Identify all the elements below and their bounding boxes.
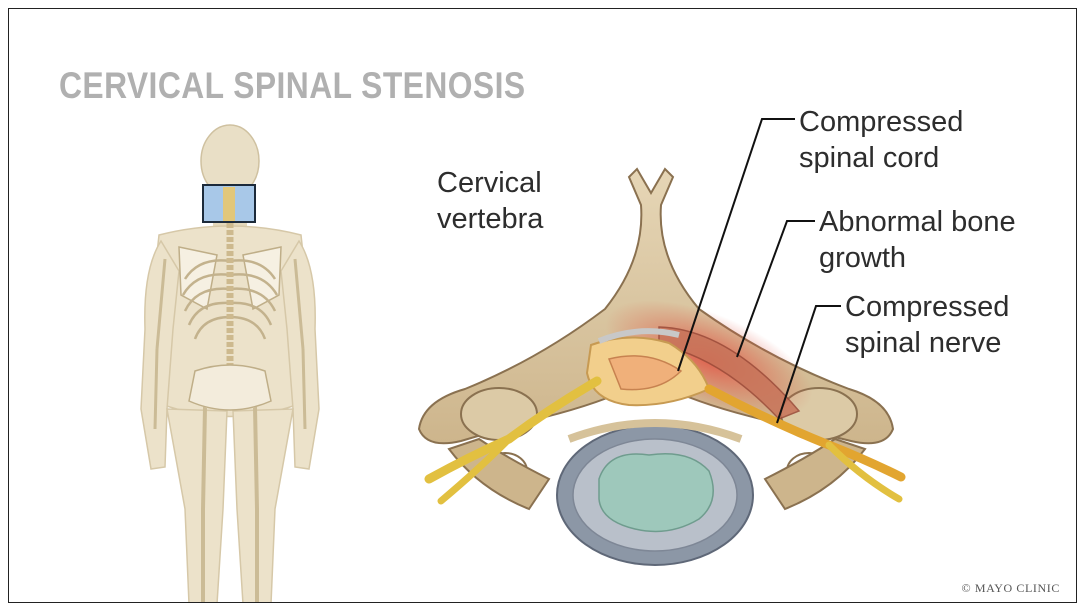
copyright-notice: © MAYO CLINIC — [962, 581, 1060, 596]
label-line: vertebra — [437, 201, 543, 237]
label-line: Cervical — [437, 165, 543, 201]
label-line: spinal cord — [799, 140, 963, 176]
label-line: growth — [819, 240, 1016, 276]
label-compressed-spinal-cord: Compressed spinal cord — [799, 104, 963, 176]
label-cervical-vertebra: Cervical vertebra — [437, 165, 543, 237]
cervical-spine-detail — [223, 187, 235, 221]
label-line: Abnormal bone — [819, 204, 1016, 240]
label-abnormal-bone-growth: Abnormal bone growth — [819, 204, 1016, 276]
diagram-frame: CERVICAL SPINAL STENOSIS Cervical verteb… — [8, 8, 1077, 603]
left-leg-shape — [167, 409, 227, 603]
disc-nucleus — [599, 454, 713, 532]
page-title: CERVICAL SPINAL STENOSIS — [59, 65, 526, 107]
label-line: spinal nerve — [845, 325, 1009, 361]
label-line: Compressed — [799, 104, 963, 140]
pelvis-shape — [189, 365, 271, 410]
label-line: Compressed — [845, 289, 1009, 325]
right-leg-shape — [233, 409, 293, 603]
human-body-figure — [141, 125, 319, 603]
label-compressed-spinal-nerve: Compressed spinal nerve — [845, 289, 1009, 361]
